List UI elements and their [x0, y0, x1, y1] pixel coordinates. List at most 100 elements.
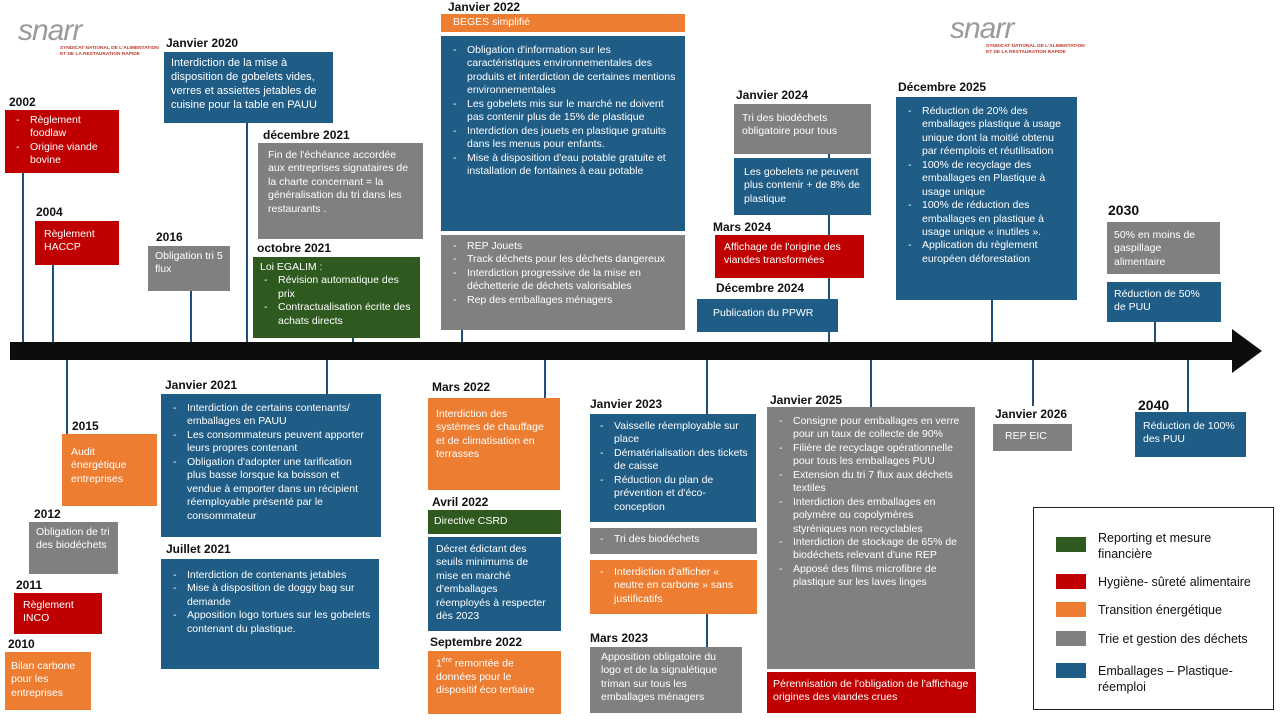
legend-swatch [1056, 631, 1086, 646]
event-text: Interdiction de la mise à disposition de… [171, 57, 317, 112]
event-oct2021: Loi EGALIM : Révision automatique des pr… [253, 257, 420, 338]
event-item: Contractualisation écrite des achats dir… [264, 301, 413, 328]
event-text: Les gobelets ne peuvent plus contenir + … [744, 166, 860, 205]
event-jan2022: Obligation d'information sur les caracté… [441, 36, 685, 231]
event-jan2024-gobelets: Les gobelets ne peuvent plus contenir + … [734, 158, 871, 215]
event-2030-puu: Réduction de 50% de PUU [1107, 282, 1221, 322]
date-dec2025: Décembre 2025 [898, 80, 987, 94]
event-item: Dématérialisation des tickets de caisse [600, 447, 750, 474]
event-item: Interdiction progressive de la mise en d… [453, 267, 677, 294]
event-item: Track déchets pour les déchets dangereux [453, 253, 677, 267]
event-item: Apposé des films microfibre de plastique… [779, 563, 967, 590]
legend-swatch [1056, 602, 1086, 617]
event-2012: Obligation de tri des biodéchets [29, 522, 118, 574]
event-item: Mise à disposition de doggy bag sur dema… [173, 582, 371, 609]
connector-2040 [1187, 360, 1189, 412]
event-sep2022: 1ère remontée de données pour le disposi… [428, 651, 561, 714]
event-item: Interdiction d'afficher « neutre en carb… [600, 566, 751, 606]
event-item: Les consommateurs peuvent apporter leurs… [173, 429, 373, 456]
connector-2002 [22, 172, 24, 342]
date-2040: 2040 [1138, 397, 1170, 413]
date-2004: 2004 [36, 205, 63, 219]
legend-swatch [1056, 537, 1086, 552]
event-text: Obligation tri 5 flux [155, 250, 223, 276]
event-jul2021: Interdiction de contenants jetables Mise… [161, 559, 379, 669]
connector-jan2021 [326, 360, 328, 396]
event-text: Directive CSRD [434, 515, 508, 527]
event-2040: Réduction de 100% des PUU [1135, 412, 1246, 457]
date-dec2021: décembre 2021 [263, 128, 350, 142]
event-jan2023: Vaisselle réemployable sur place Dématér… [590, 414, 756, 522]
date-oct2021: octobre 2021 [257, 241, 332, 255]
logo-word: snarr [18, 14, 82, 47]
event-item: Application du règlement européen défore… [908, 239, 1069, 266]
event-jan2020: Interdiction de la mise à disposition de… [164, 52, 333, 123]
date-jul2021: Juillet 2021 [166, 542, 231, 556]
connector-2030 [1154, 322, 1156, 342]
event-text: Audit énergétique entreprises [71, 446, 127, 485]
date-jan2024: Janvier 2024 [736, 88, 809, 102]
date-jan2022: Janvier 2022 [448, 0, 521, 14]
event-text: Réduction de 50% de PUU [1114, 288, 1200, 314]
event-2010: Bilan carbone pour les entreprises [5, 652, 91, 710]
event-text: Pérennisation de l'obligation de l'affic… [773, 678, 969, 704]
event-text: BEGES simplifié [453, 16, 531, 28]
event-mar2022: Interdiction des systèmes de chauffage e… [428, 398, 560, 490]
date-2002: 2002 [9, 95, 36, 109]
event-item: Extension du tri 7 flux aux déchets text… [779, 469, 967, 496]
connector-jan2026 [1032, 360, 1034, 406]
event-mar2023: Apposition obligatoire du logo et de la … [590, 647, 742, 713]
event-item: Apposition logo tortues sur les gobelets… [173, 609, 371, 636]
event-item: Interdiction de contenants jetables [173, 569, 371, 583]
connector-2004 [52, 265, 54, 342]
logo-subtitle-line1: SYNDICAT NATIONAL DE L'ALIMENTATION [60, 46, 159, 51]
event-item: Interdiction de stockage de 65% de biodé… [779, 536, 967, 563]
date-jan2021: Janvier 2021 [165, 378, 238, 392]
event-text: REP EIC [1005, 430, 1047, 442]
event-item: 100% de réduction des emballages en plas… [908, 199, 1069, 239]
event-item: Les gobelets mis sur le marché ne doiven… [453, 98, 677, 125]
date-jan2026: Janvier 2026 [995, 407, 1068, 421]
event-dec2025: Réduction de 20% des emballages plastiqu… [896, 97, 1077, 300]
event-item: Obligation d'adopter une tarification pl… [173, 456, 373, 523]
connector-oct2021 [352, 338, 354, 342]
legend-swatch [1056, 574, 1086, 589]
event-item: Réduction de 20% des emballages plastiqu… [908, 105, 1069, 159]
connector-jan2023 [706, 360, 708, 414]
legend: Reporting et mesure financière Hygiène- … [1033, 507, 1274, 710]
connector-mar2022 [544, 360, 546, 400]
event-item: Origine viande bovine [16, 141, 112, 168]
connector-jan2020 [246, 123, 248, 342]
date-dec2024: Décembre 2024 [716, 281, 805, 295]
date-jan2020: Janvier 2020 [166, 36, 239, 50]
connector-dec2025 [991, 300, 993, 342]
event-jan2023-neutre: Interdiction d'afficher « neutre en carb… [590, 560, 757, 614]
date-sep2022: Septembre 2022 [430, 635, 523, 649]
legend-label: Hygiène- sûreté alimentaire [1098, 575, 1251, 589]
event-item: Interdiction des emballages en polymère … [779, 496, 967, 536]
legend-label: Emballages – Plastique-réemploi [1098, 664, 1233, 695]
legend-label: Transition énergétique [1098, 603, 1222, 617]
event-text: Réduction de 100% des PUU [1143, 420, 1235, 446]
event-item: Interdiction des jouets en plastique gra… [453, 125, 677, 152]
event-item: Obligation d'information sur les caracté… [453, 44, 677, 98]
event-text-post: remontée de données pour le dispositif é… [436, 657, 535, 697]
logo-subtitle-line2: ET DE LA RESTAURATION RAPIDE [986, 49, 1066, 55]
event-item: Révision automatique des prix [264, 274, 413, 301]
event-text-sup: ère [441, 657, 452, 664]
timeline-arrow [10, 329, 1262, 373]
date-jan2023: Janvier 2023 [590, 397, 663, 411]
event-item: 100% de recyclage des emballages en Plas… [908, 159, 1069, 199]
event-title: Loi EGALIM : [260, 261, 323, 273]
event-dec2021: Fin de l'échéance accordée aux entrepris… [258, 143, 423, 239]
snarr-logo-right: snarr SYNDICAT NATIONAL DE L'ALIMENTATIO… [950, 14, 1085, 56]
date-avr2022: Avril 2022 [432, 495, 489, 509]
event-2002: Règlement foodlaw Origine viande bovine [5, 110, 119, 173]
event-jan2026: REP EIC [993, 424, 1072, 451]
event-dec2024: Publication du PPWR [697, 299, 838, 332]
event-text: 50% en moins de gaspillage alimentaire [1114, 229, 1196, 268]
connector-jan2022 [461, 330, 463, 342]
event-item: Consigne pour emballages en verre pour u… [779, 415, 967, 442]
event-item: Interdiction de certains contenants/ emb… [173, 402, 373, 429]
event-jan2024-tri: Tri des biodéchets obligatoire pour tous [734, 104, 871, 154]
